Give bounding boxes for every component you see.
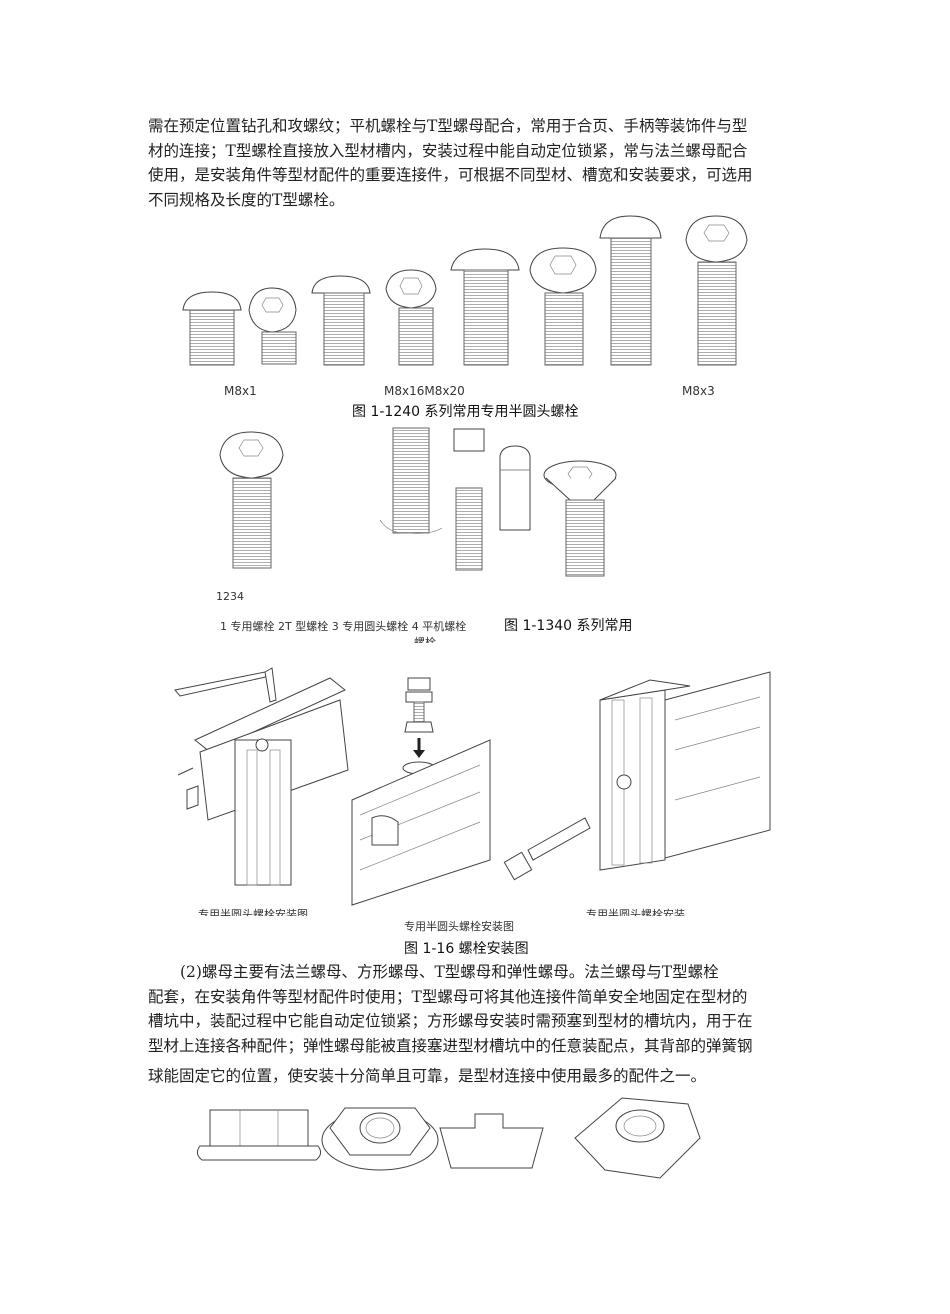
paragraph-2: (2)螺母主要有法兰螺母、方形螺母、T型螺母和弹性螺母。法兰螺母与T型螺栓 配套…: [148, 960, 800, 1089]
figure-1-16-label-mid: 专用半圆头螺栓安装图: [404, 920, 514, 933]
figure-1-16-label-right: 专用半圆头螺栓安装: [586, 908, 685, 916]
text-line: 不同规格及长度的T型螺栓。: [148, 190, 345, 209]
bolt-label-m8x16-m8x20: M8x16M8x20: [384, 384, 465, 396]
text-line: 使用，是安装角件等型材配件的重要连接件，可根据不同型材、槽宽和安装要求，可选用: [148, 166, 753, 184]
text-line: 材的连接；T型螺栓直接放入型材槽内，安装过程中能自动定位锁紧，常与法兰螺母配合: [148, 141, 748, 160]
figure-1-13-numbers: 1234: [216, 590, 244, 603]
figure-1-12-caption: 图 1-1240 系列常用专用半圆头螺栓: [352, 404, 579, 420]
text-line: 配套，在安装角件等型材配件时使用；T型螺母可将其他连接件简单安全地固定在型材的: [148, 987, 748, 1006]
paragraph-1: 需在预定位置钻孔和攻螺纹；平机螺栓与T型螺母配合，常用于合页、手柄等装饰件与型 …: [148, 114, 800, 212]
bolt-label-m8x1: M8x1: [224, 384, 257, 396]
figure-1-13-caption-cut: 螺栓: [414, 636, 436, 643]
figure-1-13-legend: 1 专用螺栓 2T 型螺栓 3 专用圆头螺栓 4 平机螺栓: [220, 620, 467, 633]
figure-1-16-caption: 图 1-16 螺栓安装图: [404, 941, 529, 957]
figure-1-12-bolts: [182, 215, 748, 366]
figure-1-13-bolts: [219, 427, 617, 577]
figure-1-16-installation: [174, 667, 771, 906]
figure-1-13-caption: 图 1-1340 系列常用: [504, 618, 633, 634]
text-line: 型材上连接各种配件；弹性螺母能被直接塞进型材槽坑中的任意装配点，其背部的弹簧钢: [148, 1036, 753, 1055]
text-line: 需在预定位置钻孔和攻螺纹；平机螺栓与T型螺母配合，常用于合页、手柄等装饰件与型: [148, 117, 748, 135]
figure-1-16-label-left: 专用半圆头螺栓安装图: [198, 908, 308, 916]
text-line: 球能固定它的位置，使安装十分简单且可靠，是型材连接中使用最多的配件之一。: [148, 1067, 707, 1085]
figure-nuts: [196, 1097, 701, 1179]
text-line: (2)螺母主要有法兰螺母、方形螺母、T型螺母和弹性螺母。法兰螺母与T型螺栓: [180, 963, 719, 981]
text-line: 槽坑中，装配过程中它能自动定位锁紧；方形螺母安装时需预塞到型材的槽坑内，用于在: [148, 1012, 753, 1030]
bolt-label-m8x3: M8x3: [682, 384, 715, 396]
